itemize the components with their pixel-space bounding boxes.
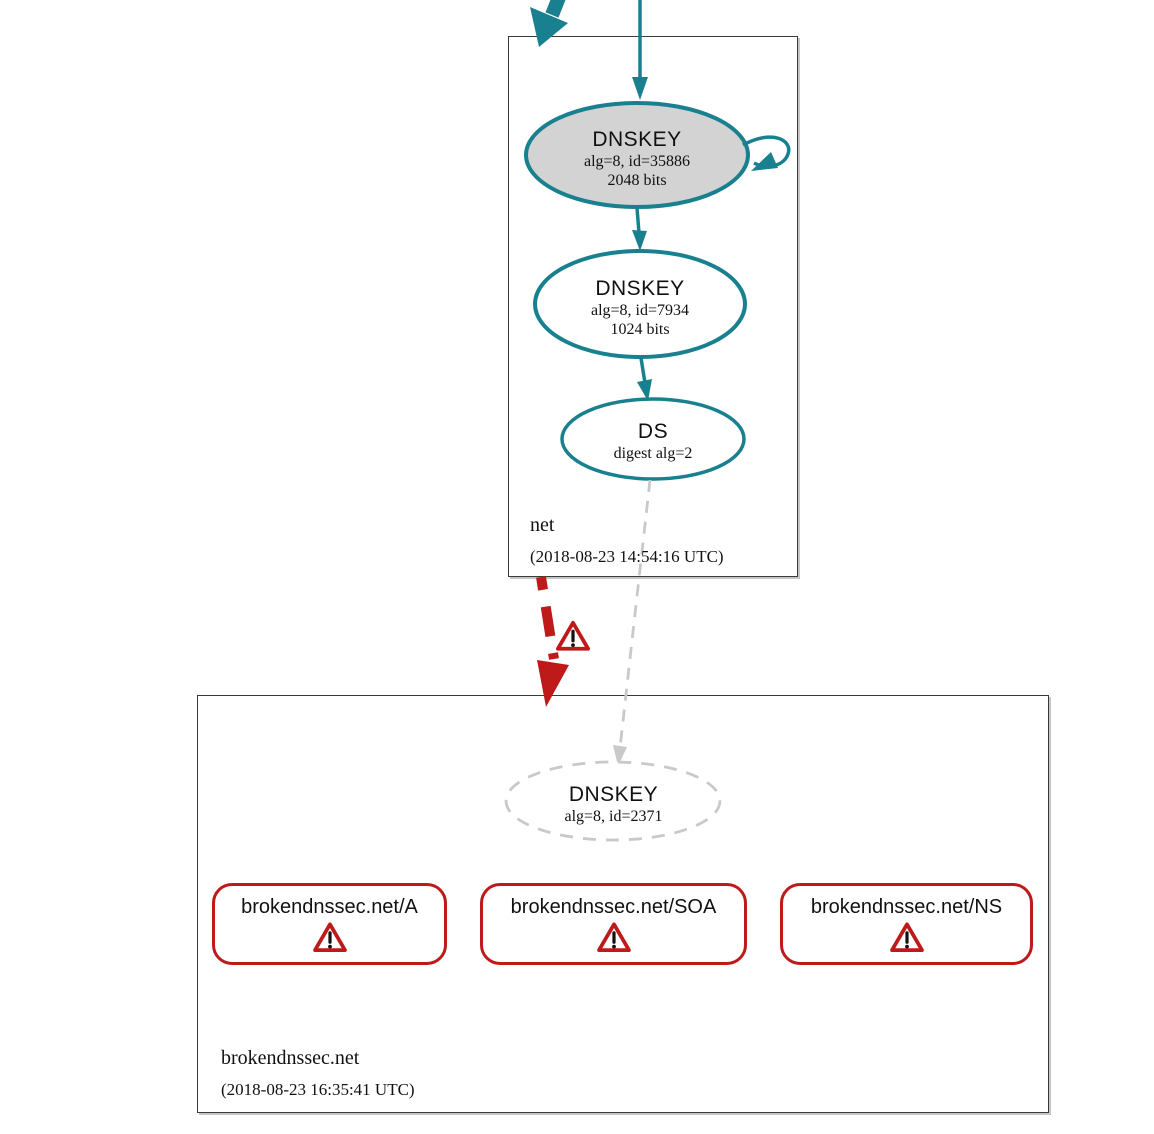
warning-icon — [313, 922, 347, 953]
node-title: DNSKEY — [592, 128, 682, 151]
node-detail: alg=8, id=7934 — [590, 302, 690, 319]
node-dnskey-2371-label: DNSKEY alg=8, id=2371 — [507, 783, 720, 826]
rrset-node-brokendnssec-net-soa: brokendnssec.net/SOA — [480, 883, 747, 965]
warning-icon — [597, 922, 631, 953]
zone-box-net — [508, 36, 798, 577]
node-detail: alg=8, id=2371 — [564, 808, 663, 825]
node-title: DS — [637, 420, 669, 443]
rrset-label: brokendnssec.net/NS — [810, 896, 1003, 918]
zone-timestamp-net: (2018-08-23 14:54:16 UTC) — [530, 547, 724, 566]
node-title: DNSKEY — [595, 277, 685, 300]
node-title: DNSKEY — [568, 783, 659, 806]
node-detail: 1024 bits — [610, 321, 670, 338]
node-detail: 2048 bits — [607, 172, 667, 189]
warning-icon — [890, 922, 924, 953]
rrset-node-brokendnssec-net-ns: brokendnssec.net/NS — [780, 883, 1033, 965]
node-dnskey-7934-label: DNSKEY alg=8, id=7934 1024 bits — [535, 277, 745, 339]
rrset-label: brokendnssec.net/A — [241, 896, 418, 918]
warning-icon — [556, 620, 590, 652]
node-ds-label: DS digest alg=2 — [562, 420, 744, 463]
node-dnskey-35886-label: DNSKEY alg=8, id=35886 2048 bits — [527, 128, 747, 190]
node-detail: alg=8, id=35886 — [583, 153, 691, 170]
rrset-node-brokendnssec-net-a: brokendnssec.net/A — [212, 883, 447, 965]
node-detail: digest alg=2 — [613, 445, 693, 462]
zone-timestamp-brokendnssec-net: (2018-08-23 16:35:41 UTC) — [221, 1080, 415, 1099]
zone-name-brokendnssec-net: brokendnssec.net — [221, 1047, 360, 1069]
rrset-label: brokendnssec.net/SOA — [510, 896, 717, 918]
zone-name-net: net — [530, 514, 555, 536]
